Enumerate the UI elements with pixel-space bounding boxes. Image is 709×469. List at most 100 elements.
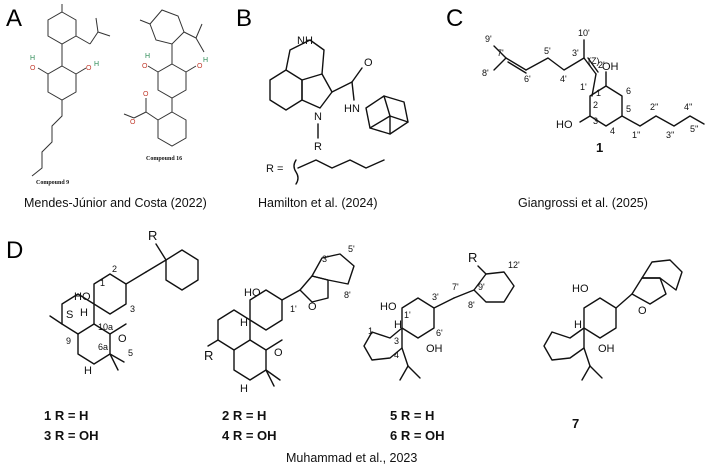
compound-7-h: H (574, 319, 582, 331)
compound-5-num-3p: 3' (432, 292, 439, 302)
compound-5-r: R (468, 250, 477, 265)
compound-1-num-2: 2 (112, 264, 117, 274)
compound-16-h-right: H (203, 57, 208, 64)
panel-b-caption: Hamilton et al. (2024) (258, 196, 378, 210)
compound-2-h1: H (240, 317, 248, 329)
compound-2-num-8p: 8' (344, 290, 351, 300)
compound-5-num-4: 4 (394, 350, 399, 360)
compound-2-structure: HO O 3' 5' 8' 1' O R H H (204, 244, 355, 395)
compound-1-num-10a: 10a (98, 322, 113, 332)
compound-2-o-pyran: O (274, 347, 283, 359)
num-3pp: 3'' (666, 130, 675, 140)
compound-2-line2: 4 R = OH (222, 428, 277, 443)
hamilton-nh-top: NH (297, 35, 313, 47)
num-1p: 1' (580, 82, 587, 92)
num-9p: 9' (485, 34, 492, 44)
giangrossi-compound-number: 1 (596, 140, 603, 155)
compound-2-num-1p: 1' (290, 304, 297, 314)
compound-2-o: O (308, 301, 317, 313)
compound-7-structure: HO O OH H (543, 259, 683, 381)
compound-2-num-5p: 5' (348, 244, 355, 254)
num-8p: 8' (482, 68, 489, 78)
num-4p: 4' (560, 74, 567, 84)
panel-d-caption: Muhammad et al., 2023 (286, 451, 417, 465)
num-4: 4 (610, 126, 615, 136)
num-5: 5 (626, 104, 631, 114)
compound-5-h: H (394, 319, 402, 331)
num-1pp: 1'' (632, 130, 641, 140)
compound-9-h-left: H (30, 55, 35, 62)
compound-5-num-7p: 7' (452, 282, 459, 292)
compound-1-num-3: 3 (130, 304, 135, 314)
num-1: 1 (596, 88, 601, 98)
num-7p: 7' (497, 48, 504, 58)
compound-5-num-1: 1 (368, 326, 373, 336)
compound-7-label: 7 (572, 416, 579, 431)
hamilton-r-def: R = (266, 163, 283, 175)
compound-1-num-6a: 6a (98, 342, 108, 352)
panel-b-letter: B (236, 5, 252, 32)
compound-9-o-left: O (30, 65, 36, 72)
compound-16-h-left: H (145, 53, 150, 60)
num-2: 2 (593, 100, 598, 110)
giangrossi-oh-top: OH (602, 61, 619, 73)
compound-5-num-12p: 12' (508, 260, 520, 270)
num-6p: 6' (524, 74, 531, 84)
compound-9-label: Compound 9 (36, 180, 69, 186)
compound-2-line1: 2 R = H (222, 408, 266, 423)
compound-1-r: R (148, 228, 157, 243)
compound-5-num-3: 3 (394, 336, 399, 346)
compound-9-structure: O O H H Compound 9 (30, 4, 111, 186)
compound-16-label: Compound 16 (146, 156, 182, 162)
compound-5-structure: HO R OH H 3' 7' 9' 8' 12' 1 3 4 1' 6' (363, 250, 520, 381)
panel-a: A O O H H Compound 9 (6, 4, 208, 210)
num-6: 6 (626, 86, 631, 96)
compound-2-ho: HO (244, 287, 261, 299)
compound-9-o-right: O (86, 65, 92, 72)
compound-1-h1: H (80, 307, 88, 319)
compound-9-h-right: H (94, 61, 99, 68)
compound-7-oh: OH (598, 343, 615, 355)
hamilton-hn: HN (344, 103, 360, 115)
compound-16-o-ester: O (130, 119, 136, 126)
num-5pp: 5'' (690, 124, 699, 134)
compound-5-oh: OH (426, 343, 443, 355)
compound-1-o: O (118, 333, 127, 345)
num-5p: 5' (544, 46, 551, 56)
panel-c-caption: Giangrossi et al. (2025) (518, 196, 648, 210)
compound-1-structure: R HO O 2 3 9 10a 6a 5 1 S H H (49, 228, 199, 377)
compound-5-num-6p: 6' (436, 328, 443, 338)
compound-5-num-8p: 8' (468, 300, 475, 310)
num-3: 3 (593, 116, 598, 126)
compound-1-line2: 3 R = OH (44, 428, 99, 443)
compound-1-num-1: 1 (100, 278, 105, 288)
compound-7-ho: HO (572, 283, 589, 295)
compound-1-num-9: 9 (66, 336, 71, 346)
compound-5-num-1p: 1' (404, 310, 411, 320)
compound-5-num-9p: 9' (478, 282, 485, 292)
compound-1-num-5: 5 (128, 348, 133, 358)
compound-16-o-left: O (142, 63, 148, 70)
panel-c-letter: C (446, 5, 463, 32)
hamilton-o: O (364, 57, 373, 69)
panel-d-letter: D (6, 237, 23, 264)
compound-2-r: R (204, 348, 213, 363)
panel-a-caption: Mendes-Júnior and Costa (2022) (24, 196, 207, 210)
panel-c: C OH HO 9' 7' 8' 6' 5' 4' 3' (446, 5, 705, 210)
panel-d: D R HO O 2 3 9 10a 6a 5 1 S H H (6, 228, 683, 465)
giangrossi-z: (Z) (588, 56, 600, 66)
compound-5-line1: 5 R = H (390, 408, 434, 423)
giangrossi-structure: OH HO 9' 7' 8' 6' 5' 4' 3' 10' 2' 1' 1 2… (482, 28, 705, 155)
compound-5-ho: HO (380, 301, 397, 313)
compound-16-o-right: O (197, 63, 203, 70)
compound-5-line2: 6 R = OH (390, 428, 445, 443)
num-3p: 3' (572, 48, 579, 58)
compound-2-num-3p: 3' (322, 254, 329, 264)
compound-16-o-carbonyl: O (143, 91, 149, 98)
panel-a-letter: A (6, 5, 22, 32)
compound-16-structure: O O H H O O Compound 16 (123, 9, 208, 162)
compound-7-o: O (638, 305, 647, 317)
compound-1-line1: 1 R = H (44, 408, 88, 423)
num-4pp: 4'' (684, 102, 693, 112)
